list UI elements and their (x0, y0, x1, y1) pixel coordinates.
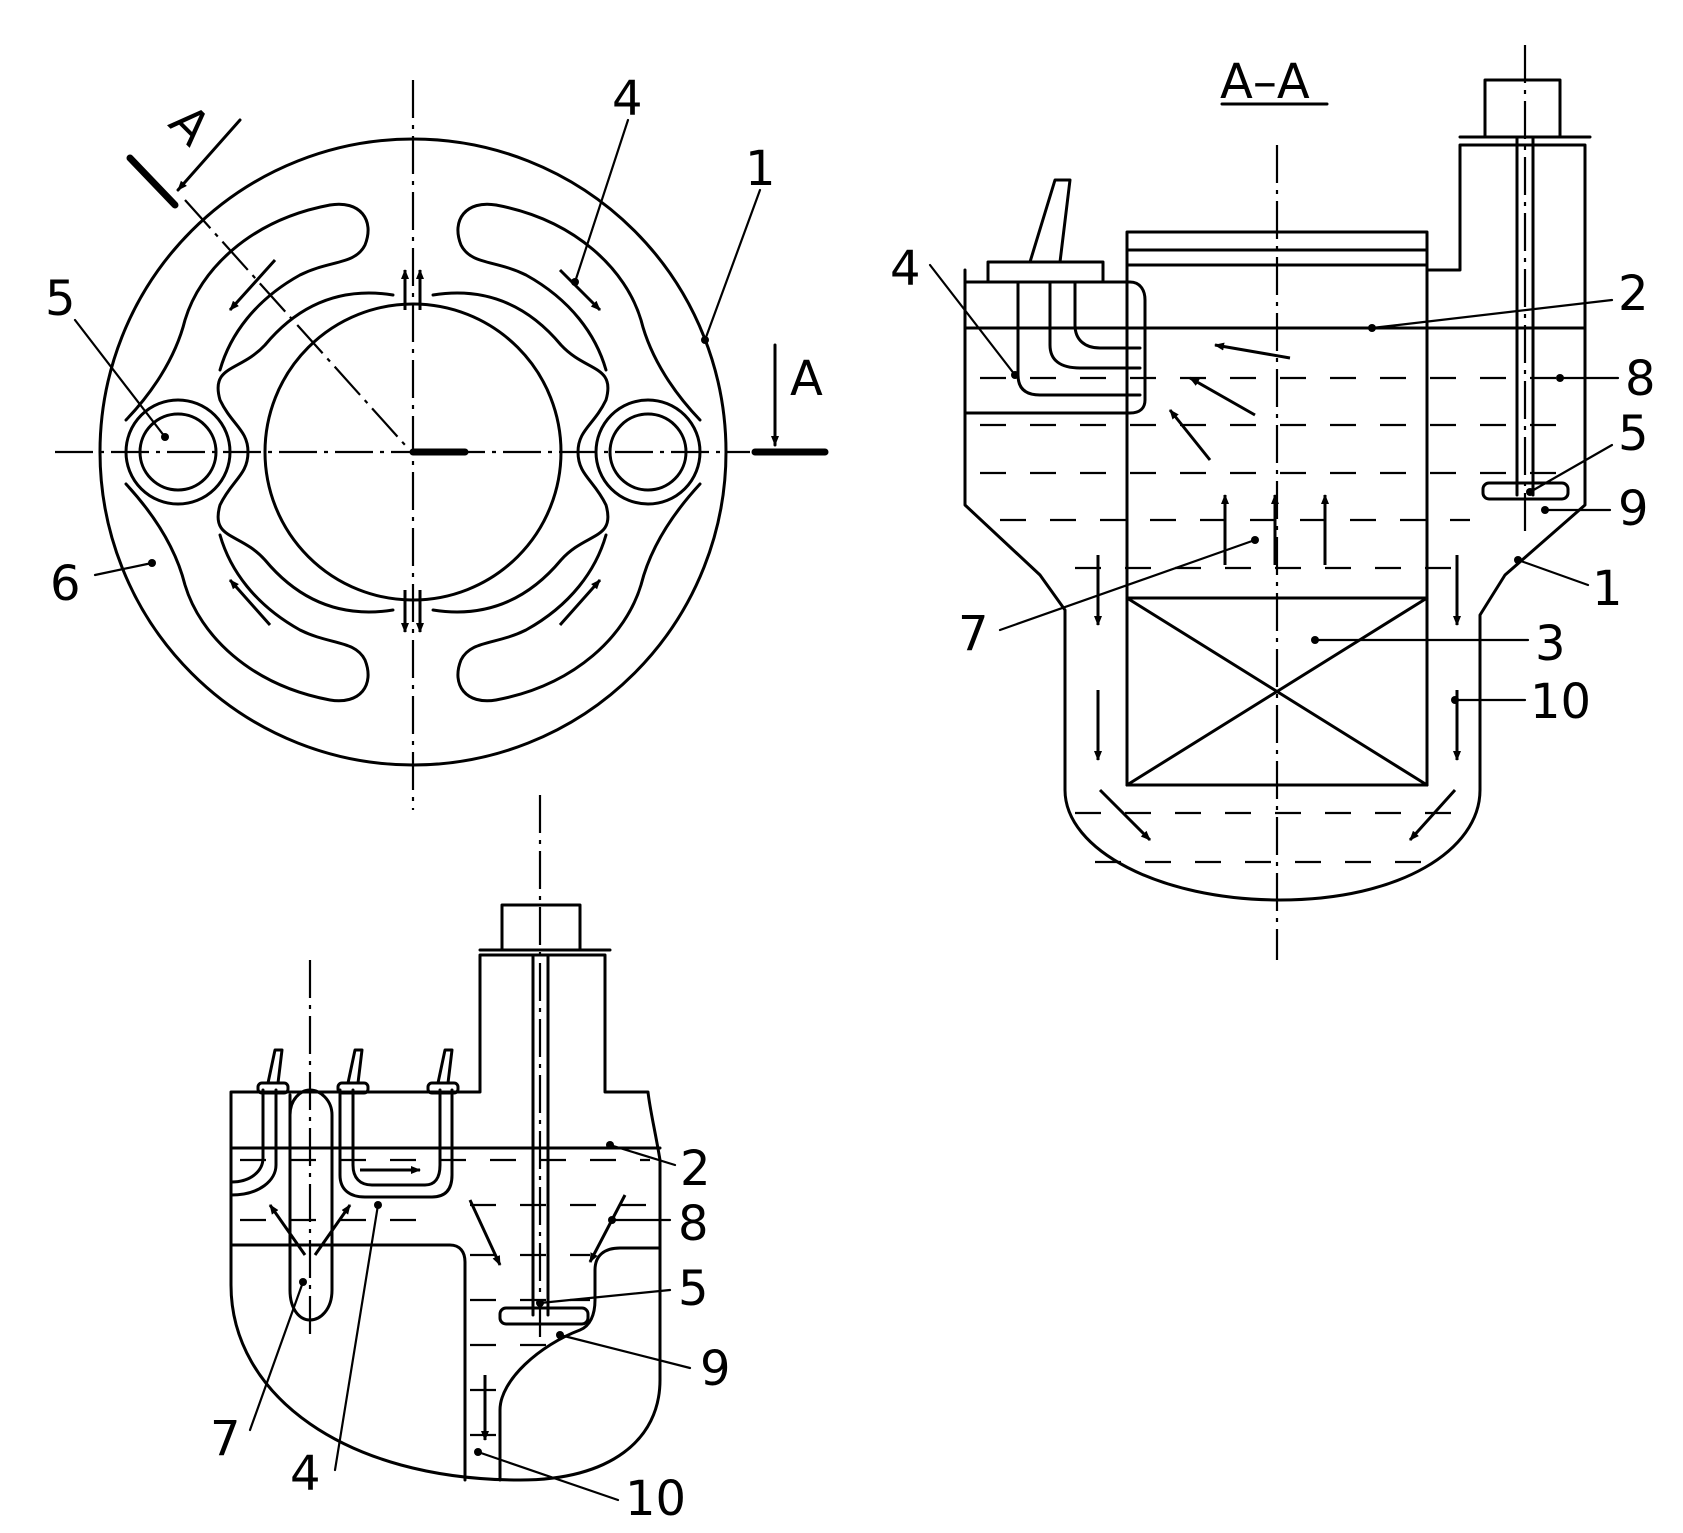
section-label: 1 (1592, 561, 1623, 617)
side-view (229, 795, 692, 1502)
section-label: 2 (1618, 266, 1649, 322)
side-label: 9 (700, 1341, 731, 1397)
side-label: 4 (290, 1446, 321, 1502)
side-label: 7 (210, 1411, 241, 1467)
section-label: 7 (958, 606, 989, 662)
section-label: 5 (1618, 406, 1649, 462)
top-label: 1 (745, 141, 776, 197)
section-label: 3 (1535, 616, 1566, 672)
top-view (55, 80, 829, 810)
cut-mark-right: A (790, 351, 823, 407)
section-label: 10 (1530, 674, 1591, 730)
section-view (928, 45, 1620, 960)
section-label: 9 (1618, 481, 1649, 537)
cut-mark-top-left: A (158, 94, 221, 157)
section-label: 8 (1625, 351, 1656, 407)
side-label: 2 (680, 1141, 711, 1197)
top-label: 5 (45, 271, 76, 327)
side-label: 10 (625, 1471, 686, 1527)
labels: A–A A A 4 1 5 6 4 2 8 5 9 1 3 7 10 2 8 5… (45, 54, 1656, 1527)
top-label: 4 (612, 71, 643, 127)
section-label: 4 (890, 241, 921, 297)
section-title: A–A (1220, 54, 1310, 110)
side-label: 8 (678, 1196, 709, 1252)
top-label: 6 (50, 556, 81, 612)
side-label: 5 (678, 1261, 709, 1317)
